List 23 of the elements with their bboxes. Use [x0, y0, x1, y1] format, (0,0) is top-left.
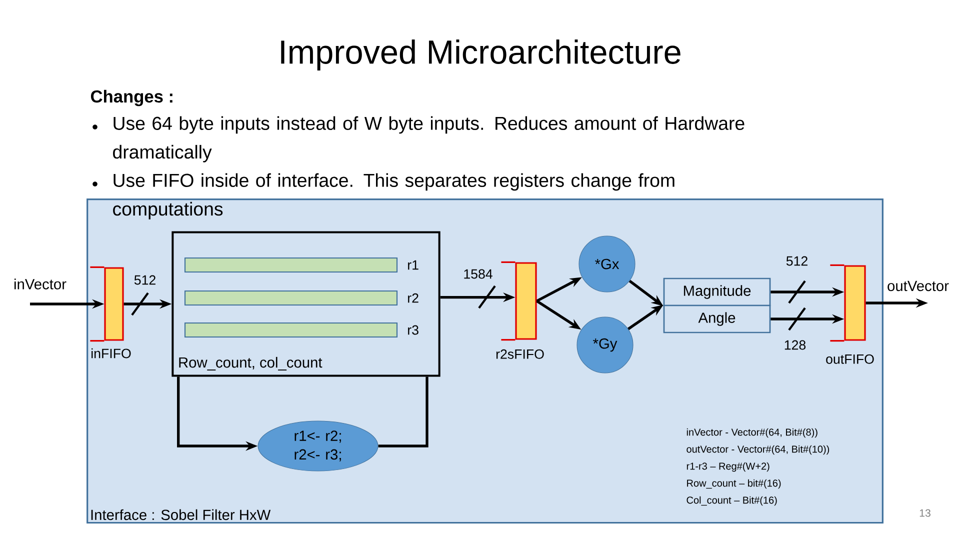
edge-label: inVector	[12, 277, 68, 291]
page-number: 13	[920, 509, 930, 517]
bar-label: r3	[408, 325, 418, 335]
bar-label: outFIFO	[826, 354, 874, 364]
bullet-text: Use 64 byte inputs instead of W byte inputs. Reduces amount of Hardware dramatically	[113, 116, 744, 162]
edge-label: 512	[784, 254, 810, 268]
edge-label: 512	[132, 274, 158, 286]
edge-label: 128	[782, 338, 808, 352]
output-box: Magnitude	[663, 278, 771, 306]
note-text: outVector - Vector#(64, Bit#(10))	[686, 445, 830, 455]
bar-label: r2sFIFO	[496, 349, 544, 359]
note-text: Col_count – Bit#(16)	[686, 496, 777, 506]
note-text: Row_count – bit#(16)	[687, 479, 781, 489]
note-text: r1-r3 – Reg#(W+2)	[686, 462, 770, 472]
title: Improved Microarchitecture	[281, 39, 680, 71]
edge-label: outVector	[886, 280, 950, 292]
heading: Changes :	[90, 90, 172, 106]
bar-label: r2	[408, 293, 418, 303]
bullet-text: Use FIFO inside of interface. This separates registers change from computations	[113, 173, 674, 220]
bar-label: inFIFO	[92, 348, 131, 358]
note-text: inVector - Vector#(64, Bit#(8))	[686, 428, 818, 438]
output-box: Angle	[663, 304, 771, 334]
bar-label: r1	[408, 260, 418, 270]
